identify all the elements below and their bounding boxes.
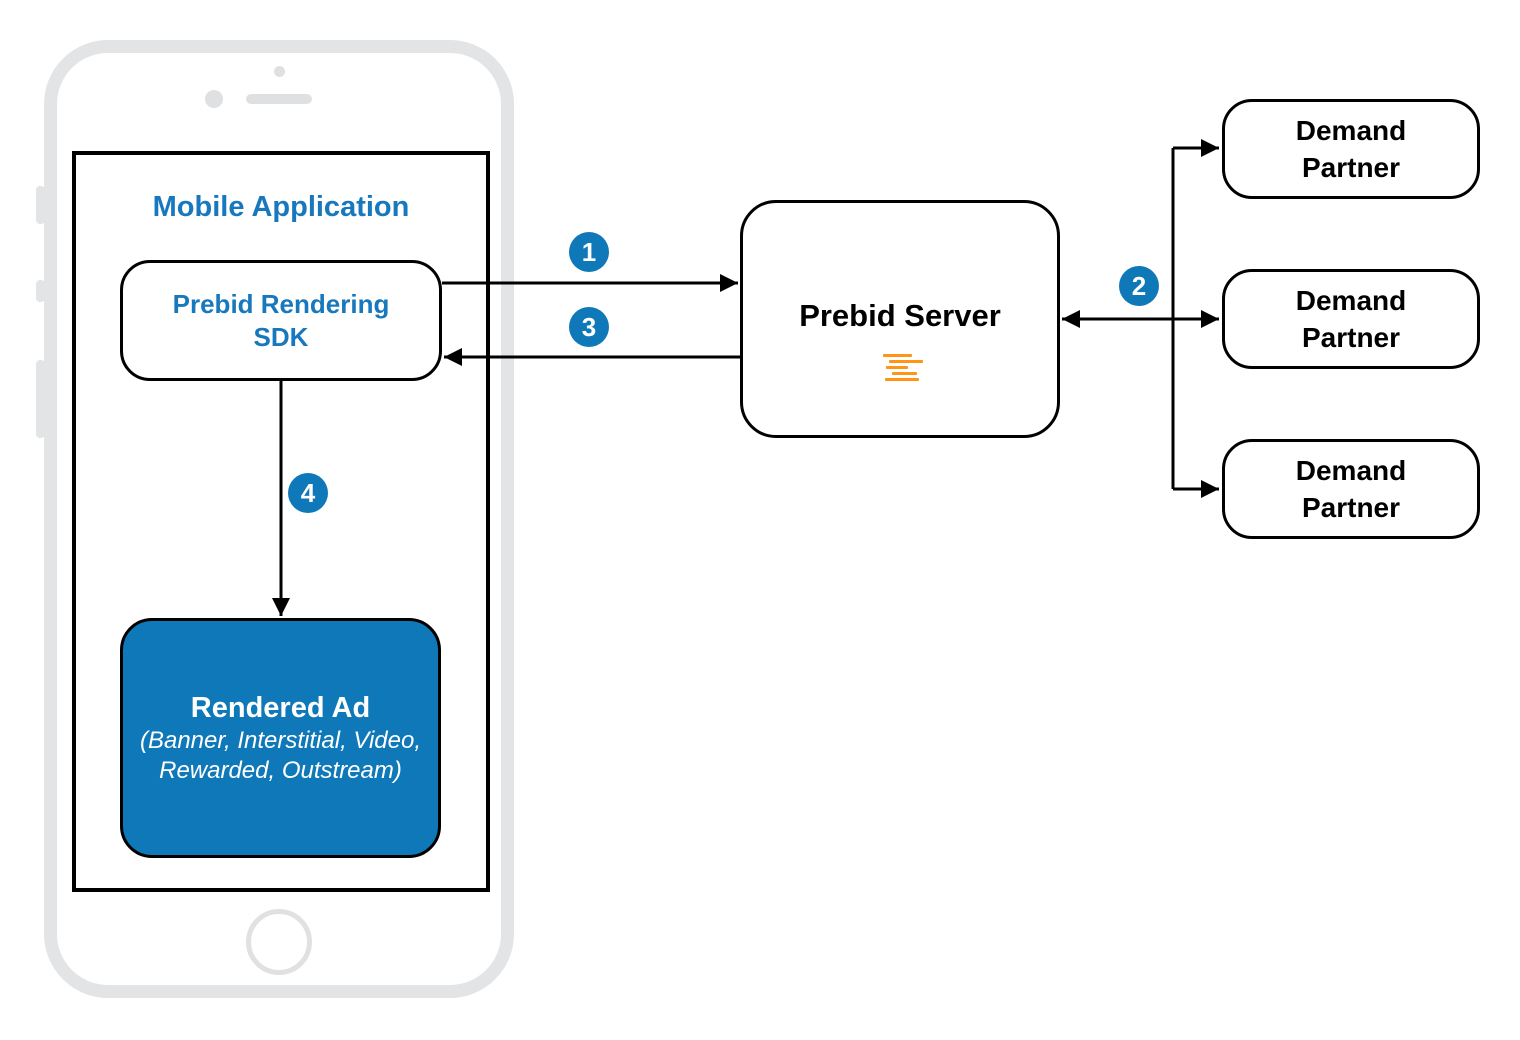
rendered-ad-subtitle-line2: Rewarded, Outstream) (159, 757, 402, 784)
rendered-ad-title: Rendered Ad (190, 692, 371, 724)
rendered-ad-subtitle-line1: (Banner, Interstitial, Video, (139, 727, 422, 754)
speaker-icon (246, 94, 312, 104)
prebid-server-label: Prebid Server (799, 298, 1001, 333)
prebid-server-box (740, 200, 1060, 438)
prebid-logo-icon (883, 354, 923, 382)
demand-partner-label: Partner (1301, 492, 1401, 523)
step-badge-1: 1 (569, 232, 609, 272)
phone-volume-down-button (36, 360, 45, 438)
rendered-ad-box: Rendered Ad (Banner, Interstitial, Video… (120, 618, 441, 858)
sdk-label-line2: SDK (253, 321, 309, 352)
step-badge-3: 3 (569, 307, 609, 347)
sdk-label-line1: Prebid Rendering (172, 288, 390, 319)
demand-partner-label: Demand (1295, 115, 1407, 146)
front-camera-icon (205, 90, 223, 108)
step-badge-4: 4 (288, 473, 328, 513)
demand-partner-label: Partner (1301, 152, 1401, 183)
proximity-sensor-icon (274, 66, 285, 77)
demand-partner-box-2: Demand Partner (1222, 269, 1480, 369)
demand-partner-label: Partner (1301, 322, 1401, 353)
demand-partner-label: Demand (1295, 285, 1407, 316)
mobile-application-title: Mobile Application (152, 191, 410, 223)
home-button (246, 909, 312, 975)
phone-mute-switch (36, 186, 45, 224)
demand-partner-box-1: Demand Partner (1222, 99, 1480, 199)
demand-partner-label: Demand (1295, 455, 1407, 486)
demand-partner-box-3: Demand Partner (1222, 439, 1480, 539)
prebid-rendering-sdk-box: Prebid Rendering SDK (120, 260, 442, 381)
step-badge-2: 2 (1119, 266, 1159, 306)
phone-volume-up-button (36, 280, 45, 302)
